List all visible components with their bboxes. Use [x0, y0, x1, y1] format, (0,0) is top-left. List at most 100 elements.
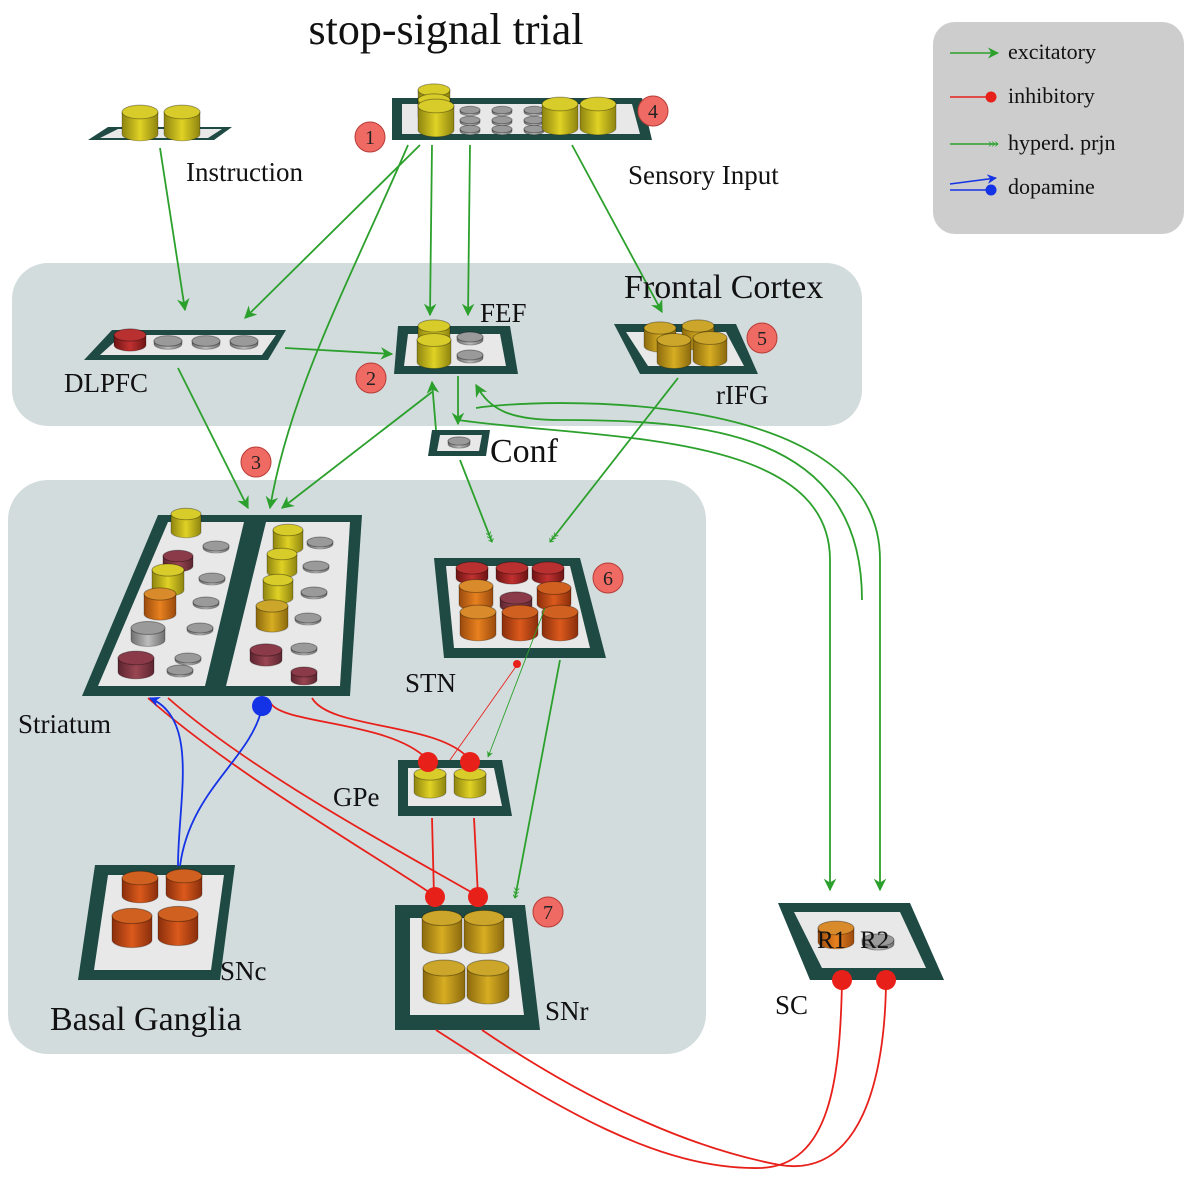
- instruction-layer: [88, 127, 232, 140]
- dlpfc-label: DLPFC: [64, 368, 148, 398]
- unit-cylinder: [306, 536, 334, 550]
- marker-6: 6: [592, 562, 624, 594]
- striatum-label: Striatum: [18, 709, 111, 739]
- unit-cylinder: [229, 335, 259, 350]
- stn-label: STN: [405, 668, 456, 698]
- unit-cylinder: [459, 124, 481, 136]
- unit-cylinder: [536, 581, 572, 611]
- unit-cylinder: [453, 767, 487, 799]
- marker-3: 3: [240, 446, 272, 478]
- svg-text:5: 5: [757, 328, 767, 350]
- unit-cylinder: [143, 587, 177, 621]
- unit-cylinder: [202, 540, 230, 554]
- unit-cylinder: [456, 331, 484, 346]
- unit-cylinder: [491, 115, 513, 127]
- unit-cylinder: [153, 335, 183, 350]
- unit-cylinder: [491, 105, 513, 117]
- unit-cylinder: [579, 96, 617, 136]
- svg-text:6: 6: [603, 568, 613, 590]
- svg-text:3: 3: [251, 452, 261, 474]
- unit-cylinder: [692, 331, 728, 367]
- unit-cylinder: [117, 650, 155, 680]
- inhibitory-terminals: [418, 660, 896, 990]
- unit-cylinder: [523, 124, 545, 136]
- snr-label: SNr: [545, 996, 589, 1026]
- unit-cylinder: [300, 586, 328, 600]
- unit-cylinder: [113, 328, 147, 352]
- unit-cylinder: [130, 621, 166, 647]
- marker-1: 1: [354, 121, 386, 153]
- unit-cylinder: [817, 920, 855, 950]
- layer-units: [111, 83, 895, 1005]
- unit-cylinder: [121, 104, 159, 142]
- unit-cylinder: [262, 573, 294, 605]
- unit-cylinder: [421, 909, 463, 955]
- unit-cylinder: [165, 868, 203, 902]
- unit-cylinder: [170, 507, 202, 539]
- unit-cylinder: [459, 115, 481, 127]
- unit-cylinder: [302, 560, 330, 574]
- excitatory-projections: [159, 144, 863, 758]
- unit-cylinder: [458, 579, 494, 611]
- unit-cylinder: [491, 124, 513, 136]
- unit-cylinder: [198, 572, 226, 586]
- unit-cylinder: [459, 604, 497, 642]
- unit-cylinder: [417, 98, 455, 138]
- sc-r2-label: R2: [860, 927, 889, 954]
- marker-7: 7: [532, 896, 564, 928]
- unit-cylinder: [186, 622, 214, 636]
- fef-layer: [394, 326, 518, 374]
- marker-2: 2: [355, 362, 387, 394]
- unit-cylinder: [290, 666, 318, 686]
- unit-cylinder: [174, 652, 202, 666]
- svg-text:7: 7: [543, 902, 553, 924]
- dopamine-projections: [149, 696, 263, 867]
- marker-4: 4: [637, 95, 669, 127]
- unit-cylinder: [422, 959, 466, 1005]
- unit-cylinder: [294, 612, 322, 626]
- snc-label: SNc: [220, 956, 267, 986]
- svg-text:1: 1: [365, 127, 375, 149]
- unit-cylinder: [163, 104, 201, 142]
- unit-cylinder: [266, 547, 298, 579]
- marker-5: 5: [746, 322, 778, 354]
- basal-ganglia-label: Basal Ganglia: [50, 1001, 242, 1038]
- unit-cylinder: [255, 599, 289, 633]
- unit-cylinder: [456, 349, 484, 364]
- dopamine-terminal: [252, 696, 272, 716]
- legend-excitatory-label: excitatory: [1008, 39, 1096, 64]
- hyperdirect-projections: [459, 377, 679, 898]
- unit-cylinder: [447, 436, 471, 449]
- unit-cylinder: [523, 115, 545, 127]
- long-projections-to-sc: [457, 402, 887, 892]
- fef-label: FEF: [480, 298, 527, 328]
- unit-cylinder: [459, 105, 481, 117]
- unit-cylinder: [192, 596, 220, 610]
- unit-cylinder: [531, 561, 565, 585]
- sc-label: SC: [775, 990, 808, 1020]
- instruction-label: Instruction: [186, 157, 303, 187]
- unit-cylinder: [157, 905, 199, 947]
- diagram-title: stop-signal trial: [309, 5, 584, 54]
- conf-label: Conf: [490, 433, 559, 470]
- legend-inhibitory-label: inhibitory: [1008, 83, 1095, 108]
- sensory-input-label: Sensory Input: [628, 160, 779, 190]
- unit-cylinder: [416, 333, 452, 369]
- frontal-cortex-label: Frontal Cortex: [624, 269, 823, 306]
- unit-cylinder: [191, 335, 221, 350]
- unit-cylinder: [541, 96, 579, 136]
- unit-cylinder: [249, 643, 283, 667]
- unit-cylinder: [413, 767, 447, 799]
- sc-r1-label: R1: [817, 927, 846, 954]
- legend: excitatory inhibitory hyperd. prjn dopam…: [933, 22, 1184, 234]
- unit-cylinder: [272, 523, 304, 555]
- inhibitory-projections: [147, 664, 887, 1169]
- svg-text:4: 4: [648, 101, 658, 123]
- unit-cylinder: [290, 642, 318, 656]
- unit-cylinder: [463, 909, 505, 955]
- unit-cylinder: [166, 664, 194, 678]
- unit-cylinder: [495, 561, 529, 585]
- unit-cylinder: [656, 333, 692, 369]
- unit-cylinder: [501, 604, 539, 642]
